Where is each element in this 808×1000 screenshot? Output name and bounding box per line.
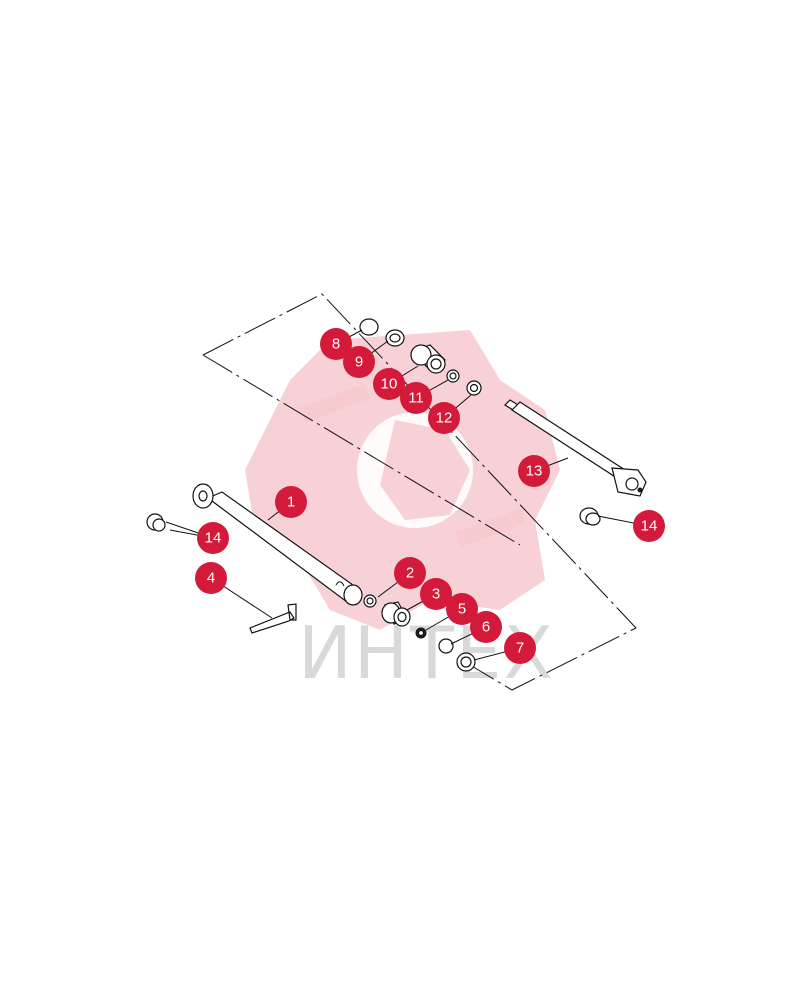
bushing-14-left [146, 513, 166, 532]
backup-ring-9-inner [389, 333, 401, 343]
callout-8: 8 [320, 328, 352, 360]
svg-text:11: 11 [408, 390, 424, 407]
callout-13: 13 [518, 455, 550, 487]
gland-3 [381, 601, 411, 627]
callout-2: 2 [394, 557, 426, 589]
watermark: ИНТЕХ [245, 330, 560, 695]
svg-text:10: 10 [381, 376, 398, 393]
callout-7: 7 [504, 632, 536, 664]
svg-text:4: 4 [207, 570, 215, 587]
callout-5: 5 [446, 593, 478, 625]
svg-text:3: 3 [432, 586, 440, 603]
bushing-14-right [579, 507, 601, 526]
svg-text:14: 14 [205, 530, 222, 547]
svg-text:8: 8 [332, 336, 340, 353]
assembly-centerline-upper [202, 354, 521, 546]
callout-9: 9 [343, 346, 375, 378]
callout-1: 1 [275, 486, 307, 518]
callout-14-left: 14 [197, 522, 229, 554]
callout-3: 3 [420, 578, 452, 610]
svg-text:6: 6 [482, 619, 490, 636]
callout-group: 8 9 10 11 12 13 14 1 [195, 328, 665, 664]
callout-11: 11 [400, 382, 432, 414]
o-ring-6 [438, 638, 454, 654]
wiper-seal-7 [456, 652, 476, 672]
callout-10: 10 [373, 368, 405, 400]
seal-12-inner [469, 383, 479, 393]
svg-text:1: 1 [287, 494, 295, 511]
svg-text:7: 7 [516, 640, 524, 657]
piston-rod-13 [504, 399, 647, 497]
callout-12: 12 [428, 402, 460, 434]
svg-text:9: 9 [355, 354, 363, 371]
cylinder-barrel-1 [192, 483, 363, 606]
watermark-gear-logo [245, 330, 560, 630]
svg-text:2: 2 [406, 565, 414, 582]
svg-text:14: 14 [641, 518, 658, 535]
seal-11-inner [449, 372, 457, 380]
svg-text:5: 5 [458, 601, 466, 618]
nut-2 [363, 594, 377, 608]
o-ring-8 [359, 318, 379, 336]
seal-5-inner [417, 629, 425, 637]
svg-text:12: 12 [436, 410, 453, 427]
callout-4: 4 [195, 562, 227, 594]
svg-text:13: 13 [526, 463, 543, 480]
piston-10 [410, 344, 447, 374]
assembly-centerline [202, 293, 637, 691]
callout-6: 6 [470, 611, 502, 643]
callout-14-right: 14 [633, 510, 665, 542]
hex-key-4 [249, 603, 297, 634]
